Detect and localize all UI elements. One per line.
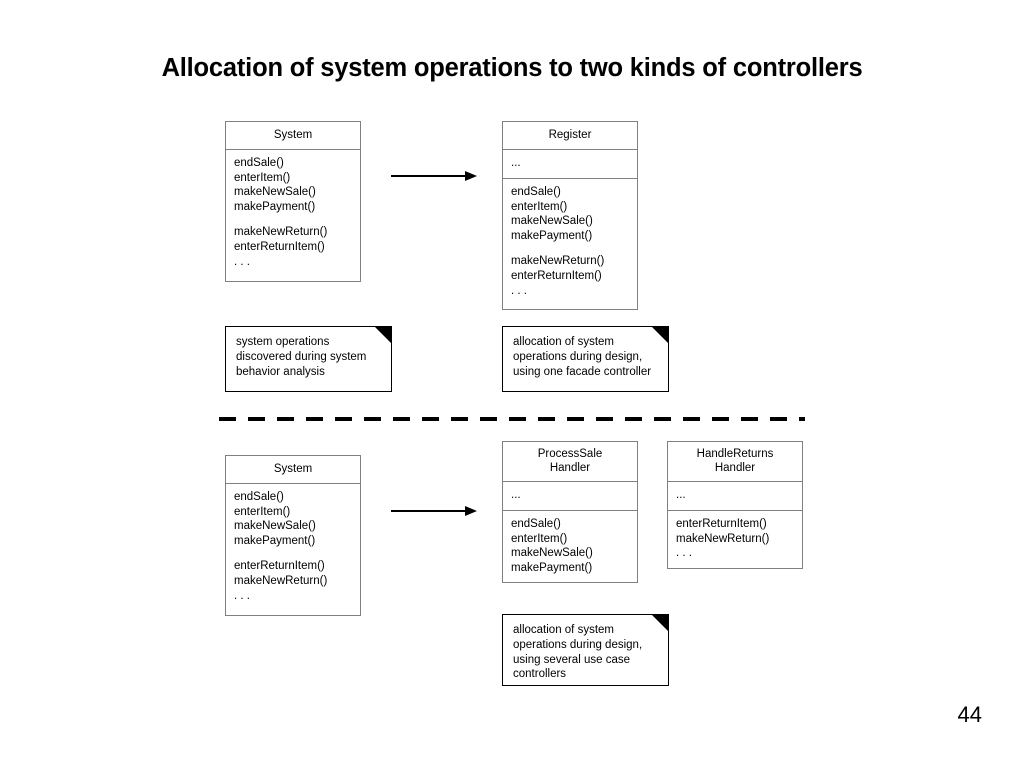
note-facade-controller[interactable]: allocation of system operations during d…	[502, 326, 669, 392]
operation: . . .	[511, 284, 527, 297]
class-name-system-top: System	[273, 129, 313, 141]
operation: enterReturnItem()	[511, 269, 602, 282]
dog-ear-icon	[375, 327, 391, 343]
class-box-register[interactable]: Register ... endSale() enterItem() makeN…	[502, 121, 638, 310]
note-line: system operations	[236, 336, 330, 348]
operation: enterItem()	[234, 171, 291, 184]
class-attributes-process-sale-handler: ...	[511, 489, 521, 501]
page-title: Allocation of system operations to two k…	[161, 54, 863, 82]
note-line: allocation of system	[513, 624, 614, 636]
operation: makeNewSale()	[511, 215, 593, 228]
class-attributes-register: ...	[511, 157, 521, 169]
arrow-system-to-handlers	[391, 506, 477, 516]
operation: endSale()	[234, 157, 284, 169]
operation: endSale()	[511, 518, 561, 530]
class-box-process-sale-handler[interactable]: ProcessSale Handler ... endSale() enterI…	[502, 441, 638, 583]
note-line: using several use case	[513, 653, 630, 666]
operation-spacer	[511, 243, 637, 254]
note-line: allocation of system	[513, 336, 614, 348]
class-operations-system-top: endSale() enterItem() makeNewSale() make…	[226, 150, 360, 276]
note-text-system-operations: system operations discovered during syst…	[226, 327, 391, 385]
operation: makeNewReturn()	[511, 255, 605, 268]
operation-spacer	[234, 214, 360, 225]
class-box-system-top[interactable]: System endSale() enterItem() makeNewSale…	[225, 121, 361, 282]
operation: enterReturnItem()	[234, 240, 325, 253]
dog-ear-icon	[652, 615, 668, 631]
class-name-line: Handler	[714, 462, 756, 474]
class-operations-system-bottom: endSale() enterItem() makeNewSale() make…	[226, 484, 360, 610]
operation: . . .	[676, 547, 692, 560]
note-text-use-case-controllers: allocation of system operations during d…	[503, 615, 668, 688]
operation: . . .	[234, 255, 250, 268]
note-use-case-controllers[interactable]: allocation of system operations during d…	[502, 614, 669, 686]
operation: endSale()	[234, 491, 284, 503]
note-line: operations during design,	[513, 350, 643, 363]
class-attributes-handle-returns-handler: ...	[676, 489, 686, 501]
note-line: using one facade controller	[513, 365, 652, 378]
operation: makePayment()	[234, 200, 316, 213]
class-box-handle-returns-handler[interactable]: HandleReturns Handler ... enterReturnIte…	[667, 441, 803, 569]
operation: enterItem()	[511, 200, 568, 213]
note-system-operations[interactable]: system operations discovered during syst…	[225, 326, 392, 392]
dog-ear-icon	[652, 327, 668, 343]
operation: makePayment()	[511, 561, 593, 574]
class-name-line: Handler	[549, 462, 591, 474]
page-number: 44	[957, 702, 982, 727]
class-name-process-sale-handler: ProcessSale Handler	[503, 442, 637, 481]
operation: makeNewSale()	[234, 520, 316, 533]
class-name-handle-returns-handler: HandleReturns Handler	[668, 442, 802, 481]
class-operations-handle-returns-handler: enterReturnItem() makeNewReturn() . . .	[668, 511, 802, 568]
operation: makeNewReturn()	[234, 574, 328, 587]
note-text-facade-controller: allocation of system operations during d…	[503, 327, 668, 385]
operation: makeNewSale()	[511, 547, 593, 560]
operation: enterReturnItem()	[234, 560, 325, 573]
operation: makePayment()	[511, 229, 593, 242]
operation: makePayment()	[234, 534, 316, 547]
note-line: operations during design,	[513, 638, 643, 651]
note-line: behavior analysis	[236, 365, 325, 378]
class-operations-register: endSale() enterItem() makeNewSale() make…	[503, 179, 637, 305]
class-box-system-bottom[interactable]: System endSale() enterItem() makeNewSale…	[225, 455, 361, 616]
class-name-line: ProcessSale	[537, 448, 603, 460]
note-line: controllers	[513, 668, 567, 681]
operation: endSale()	[511, 186, 561, 198]
operation: enterReturnItem()	[676, 518, 767, 530]
operation: . . .	[234, 589, 250, 602]
operation: enterItem()	[234, 505, 291, 518]
operation: makeNewReturn()	[234, 226, 328, 239]
class-name-system-bottom: System	[273, 463, 313, 475]
operation: makeNewSale()	[234, 186, 316, 199]
note-line: discovered during system	[236, 350, 367, 363]
operation: enterItem()	[511, 532, 568, 545]
arrow-system-to-register	[391, 171, 477, 181]
section-divider	[219, 417, 805, 421]
class-operations-process-sale-handler: endSale() enterItem() makeNewSale() make…	[503, 511, 637, 582]
class-name-line: HandleReturns	[696, 448, 774, 460]
operation: makeNewReturn()	[676, 532, 770, 545]
operation-spacer	[234, 548, 360, 559]
class-name-register: Register	[548, 129, 592, 141]
